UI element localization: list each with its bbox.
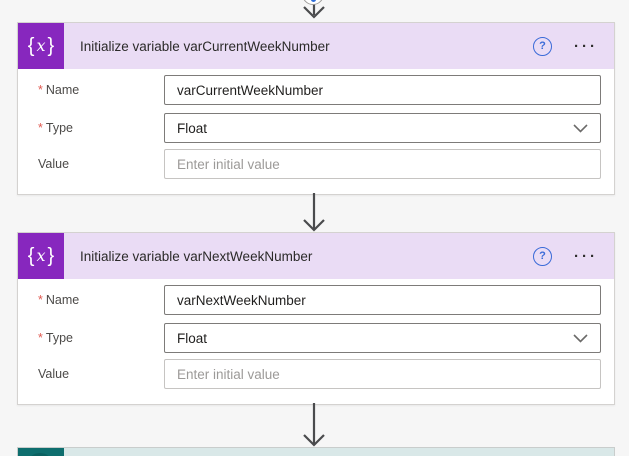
next-action-card[interactable] [17,447,615,456]
action-title: Initialize variable varCurrentWeekNumber [80,38,330,54]
type-dropdown-value: Float [177,120,208,136]
next-action-icon [18,448,64,456]
name-field-row: *Name [38,75,601,105]
action-card-header[interactable]: {x} Initialize variable varNextWeekNumbe… [18,233,614,279]
action-card-initialize-varNextWeekNumber: {x} Initialize variable varNextWeekNumbe… [17,232,615,405]
required-asterisk: * [38,83,43,97]
required-asterisk: * [38,331,43,345]
more-options-ellipsis-icon[interactable]: ··· [574,37,598,55]
value-input[interactable] [164,359,601,389]
action-card-initialize-varCurrentWeekNumber: {x} Initialize variable varCurrentWeekNu… [17,22,615,195]
value-field-row: Value [38,149,601,179]
type-dropdown[interactable]: Float [164,113,601,143]
connector-arrow [303,193,325,232]
connector-arrow [303,403,325,447]
action-card-header[interactable]: {x} Initialize variable varCurrentWeekNu… [18,23,614,69]
value-input[interactable] [164,149,601,179]
action-title: Initialize variable varNextWeekNumber [80,248,313,264]
plus-icon [311,0,316,2]
help-icon[interactable]: ? [533,246,552,266]
value-field-row: Value [38,359,601,389]
help-icon[interactable]: ? [533,36,552,56]
action-card-body: *Name *Type Float Value [18,69,614,194]
type-label: *Type [38,121,73,135]
value-label: Value [38,157,70,171]
name-field-row: *Name [38,285,601,315]
initialize-variable-icon: {x} [18,233,64,279]
type-field-row: *Type Float [38,113,601,143]
required-asterisk: * [38,121,43,135]
value-label: Value [38,367,70,381]
initialize-variable-icon: {x} [18,23,64,69]
required-asterisk: * [38,293,43,307]
name-input[interactable] [164,75,601,105]
name-label: *Name [38,293,80,307]
more-options-ellipsis-icon[interactable]: ··· [574,247,598,265]
chevron-down-icon [573,333,588,343]
type-field-row: *Type Float [38,323,601,353]
action-card-body: *Name *Type Float Value [18,279,614,404]
chevron-down-icon [573,123,588,133]
type-dropdown[interactable]: Float [164,323,601,353]
name-label: *Name [38,83,80,97]
name-input[interactable] [164,285,601,315]
type-dropdown-value: Float [177,330,208,346]
type-label: *Type [38,331,73,345]
